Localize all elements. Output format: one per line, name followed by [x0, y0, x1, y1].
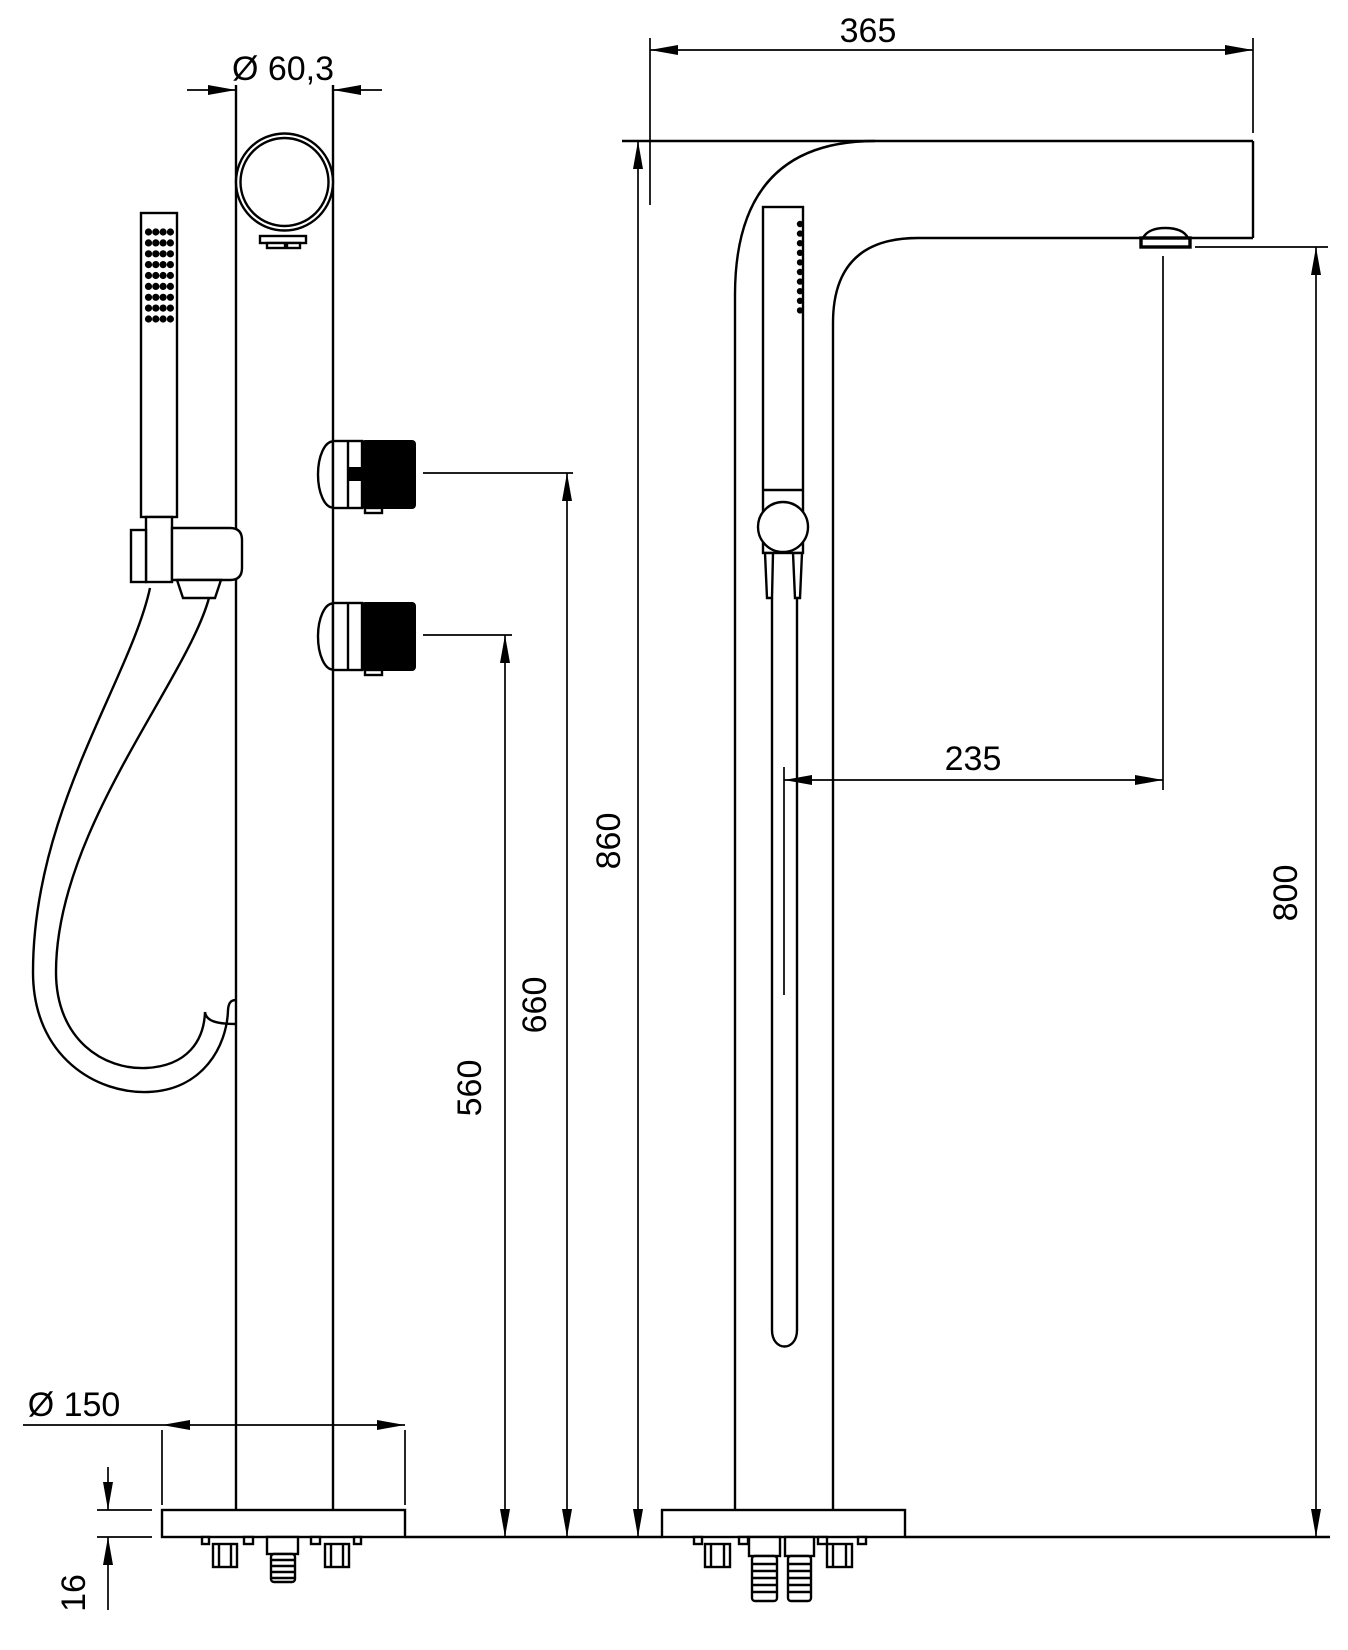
holder-clip	[791, 551, 804, 600]
mounting-hardware-front	[200, 1535, 363, 1584]
threaded-stud	[783, 1535, 816, 1603]
dim-label-800: 800	[1267, 865, 1305, 922]
shower-hose-side	[770, 598, 799, 1348]
dim-label-spout-diameter: Ø 60,3	[232, 50, 334, 88]
spray-face-dots	[144, 228, 174, 323]
threaded-stud	[265, 1535, 300, 1584]
dim-base-diameter: Ø 150	[23, 1386, 406, 1505]
riser-column	[234, 85, 335, 1510]
dim-label-560: 560	[451, 1060, 489, 1117]
shower-holder	[129, 526, 244, 600]
dim-lower-knob-560: 560	[423, 634, 512, 1537]
holder-clip	[763, 551, 775, 600]
threaded-stud	[747, 1535, 782, 1603]
dim-label-16: 16	[55, 1574, 93, 1612]
holder-knuckle	[756, 500, 810, 554]
riser-and-spout	[622, 139, 1255, 1510]
aerator-side	[1139, 226, 1192, 249]
bolt-head	[323, 1542, 351, 1569]
shower-hose	[31, 587, 237, 1094]
dim-base-thickness-16: 16	[55, 1467, 152, 1612]
aerator-front	[258, 234, 308, 250]
spout-front-ring	[234, 132, 335, 250]
dim-label-860: 860	[590, 813, 628, 870]
mixer-knob-lower	[316, 601, 416, 677]
bolt-head	[211, 1542, 239, 1569]
dim-outlet-offset-235: 235	[784, 256, 1164, 790]
hose-nut	[175, 578, 223, 600]
side-view: 365 860 235 800	[590, 12, 1330, 1603]
dim-label-base-diameter: Ø 150	[28, 1386, 121, 1424]
spray-face-dots-side	[796, 220, 804, 314]
dim-outlet-height-800: 800	[1195, 246, 1328, 1537]
dim-spout-diameter: Ø 60,3	[187, 50, 382, 95]
hand-shower-side	[756, 205, 810, 600]
dim-upper-knob-660: 660	[423, 472, 573, 1537]
dim-spout-reach-365: 365	[649, 12, 1254, 205]
bolt-head	[703, 1542, 732, 1569]
base-plate-front	[160, 1508, 407, 1584]
front-view: Ø 60,3 660 560 Ø 150	[23, 50, 662, 1612]
hand-shower	[139, 211, 179, 584]
mixer-knob-upper	[316, 439, 416, 515]
dim-label-235: 235	[945, 740, 1002, 778]
dim-label-660: 660	[516, 977, 554, 1034]
bolt-head	[825, 1542, 854, 1569]
dim-total-height-860: 860	[590, 141, 643, 1537]
mounting-hardware-side	[692, 1535, 868, 1603]
dim-label-365: 365	[840, 12, 897, 50]
base-plate-side	[660, 1508, 907, 1603]
